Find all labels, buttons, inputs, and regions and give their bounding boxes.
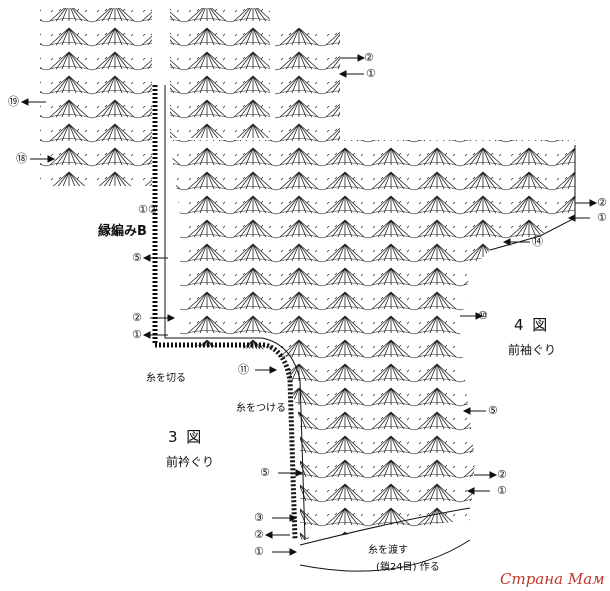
row-marker-2-right: ② xyxy=(597,196,607,209)
edging-b-label: 縁編みB xyxy=(98,224,147,239)
top-center-stitch-field xyxy=(170,8,270,138)
top-left-stitch-field xyxy=(40,8,152,186)
row-marker-5-bottom: ⑤ xyxy=(260,466,270,479)
row-marker-1-right: ① xyxy=(597,211,607,224)
row-marker-1-2: ①② xyxy=(138,203,158,216)
carry-yarn-note: 糸を渡す xyxy=(368,545,408,556)
figure-3-title: 3 図 xyxy=(168,428,204,446)
carry-arc-lower xyxy=(299,539,471,572)
row-marker-11: ⑪ xyxy=(238,363,249,376)
row-marker-1-top: ① xyxy=(366,67,376,80)
row-marker-1-bottom-right: ① xyxy=(497,484,507,497)
row-arrows xyxy=(20,54,598,556)
chain-count-note: (鎖24目) 作る xyxy=(376,562,440,573)
row-marker-2-top: ② xyxy=(364,51,374,64)
row-marker-3-bottom: ③ xyxy=(254,511,264,524)
body-stitch-field xyxy=(170,140,575,540)
row-marker-2-bottom-right: ② xyxy=(497,468,507,481)
watermark-logo: Страна Мам xyxy=(500,570,605,588)
shoulder-stitch-field xyxy=(275,28,340,140)
figure-3-caption: 前衿ぐり xyxy=(166,455,215,469)
neck-edging-line xyxy=(164,85,306,541)
row-marker-5-right: ⑤ xyxy=(488,404,498,417)
armhole-outline xyxy=(489,145,576,251)
row-marker-10: ⑩ xyxy=(478,309,488,322)
row-marker-1-bottom: ① xyxy=(254,545,264,558)
row-marker-18: ⑱ xyxy=(16,152,27,165)
row-marker-14: ⑭ xyxy=(532,235,543,248)
figure-4-title: 4 図 xyxy=(514,316,550,334)
carry-arc-upper xyxy=(299,507,471,546)
row-marker-19: ⑲ xyxy=(8,95,19,108)
row-marker-2-left: ② xyxy=(132,311,142,324)
row-marker-2-bottom: ② xyxy=(254,528,264,541)
cut-yarn-note: 糸を切る xyxy=(146,373,186,384)
row-marker-5-left: ⑤ xyxy=(132,251,142,264)
figure-4-caption: 前袖ぐり xyxy=(508,343,557,357)
row-marker-1-left: ① xyxy=(132,328,142,341)
attach-yarn-note: 糸をつける xyxy=(236,403,286,414)
